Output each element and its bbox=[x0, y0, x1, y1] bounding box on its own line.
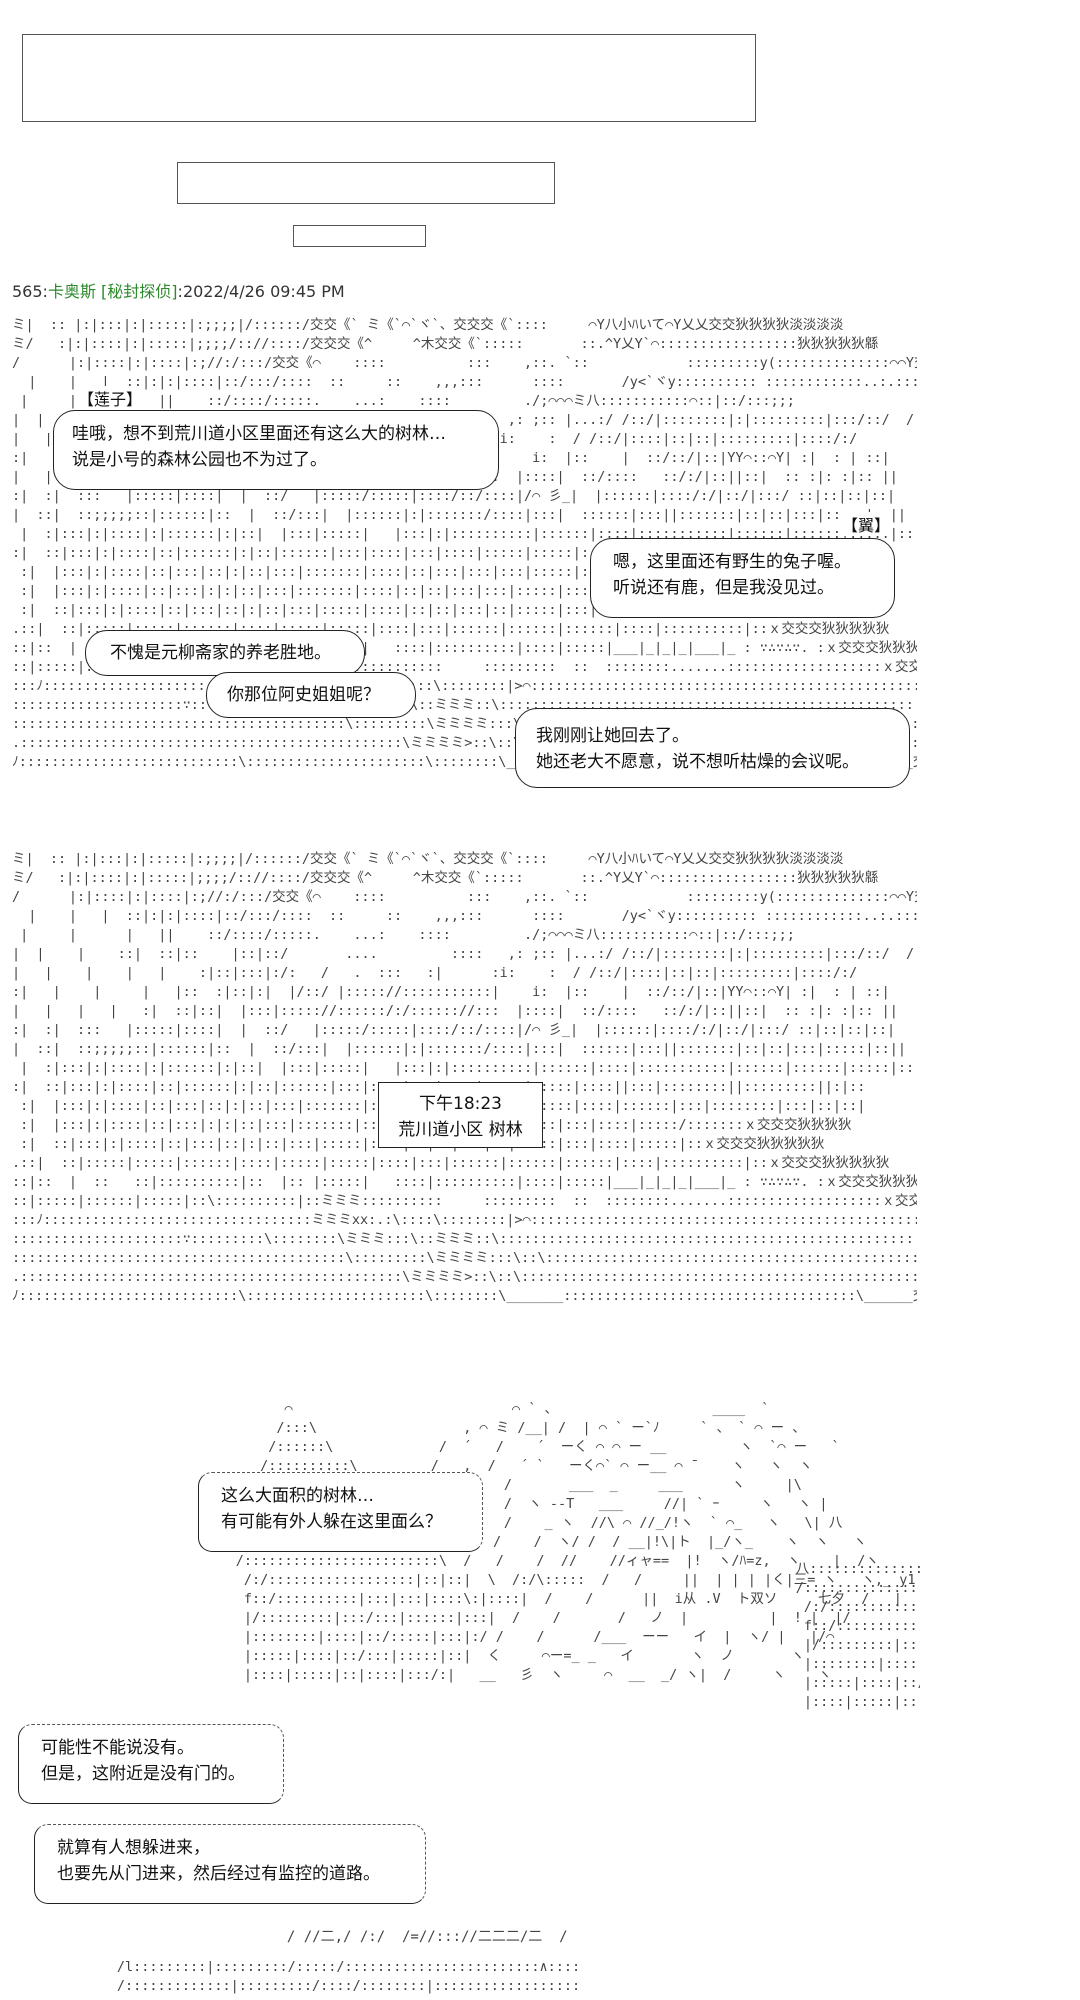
ascii-art-row: ⌒ ⌒ ` 、 ____ ` bbox=[0, 1401, 770, 1417]
ascii-art-row: :::::::::::::::::::::∵:::::::::\::::::::… bbox=[12, 1231, 917, 1247]
bubble-line: 但是，这附近是没有门的。 bbox=[41, 1764, 245, 1784]
ascii-art-row: |::::|:::::|::|::::|:::/:| __ 彡 ヽ ⌒ __ _… bbox=[803, 1694, 920, 1710]
ascii-art-row: |:::::|::::|::/:::|:::::|::| く ⌒ー=_ _ イ … bbox=[0, 1648, 805, 1664]
bubble-line: 也要先从门进来，然后经过有监控的道路。 bbox=[57, 1864, 380, 1884]
ascii-art-row: / |:|::::|:|::::|:;//:/:::/交交《⌒ :::: :::… bbox=[12, 355, 917, 371]
post-datetime: :2022/4/26 09:45 PM bbox=[177, 282, 345, 301]
post-author[interactable]: 卡奥斯 bbox=[47, 282, 96, 301]
ascii-art-row: :::ﾉ:::::::::::::::::::::::::::::::::ミミミ… bbox=[12, 1212, 917, 1228]
ascii-art-row: ミ/ :|:|::::|:|:::::|;;;;/:://::::/交交交《^ … bbox=[12, 870, 879, 886]
bottom-cut-art: /l:::::::::|:::::::::/:::::/::::::::::::… bbox=[60, 1958, 580, 2000]
post-header: 565:卡奥斯 [秘封探侦]:2022/4/26 09:45 PM bbox=[12, 282, 345, 301]
bubble-line: 说是小号的森林公园也不为过了。 bbox=[72, 450, 327, 470]
ascii-art-row: /:/::::::::::::::::::|::|::| \ /:/\:::::… bbox=[803, 1599, 920, 1615]
post-tag: [秘封探侦] bbox=[101, 282, 178, 301]
ascii-art-row: /::::::::::\ / , / ´ ` ーく⌒` ⌒ ー__ ⌒ ̄ ヽ … bbox=[0, 1458, 813, 1474]
ascii-art-row: ::::::::::::::::::::::::::::::::::::::::… bbox=[12, 1250, 917, 1266]
bubble-line: 我刚刚让她回去了。 bbox=[536, 726, 689, 746]
ascii-art-row: |::::::::|::::|::/:::::|:::|:/ / / /___ … bbox=[803, 1656, 920, 1672]
time-location-caption: 下午18:23 荒川道小区 树林 bbox=[378, 1082, 543, 1148]
ascii-art-row: ミ| :: |:|:::|:|:::::|:;;;;|/::::::/交交《` … bbox=[12, 851, 844, 867]
ascii-art-row: /::::::\ / ´ / ´ ーく ⌒ ⌒ ー __ ヽ `⌒ ー ` bbox=[0, 1439, 840, 1455]
forest-art-panel-2: ミ| :: |:|:::|:|:::::|:;;;;|/::::::/交交《` … bbox=[12, 850, 917, 1340]
ascii-art-row: 八::::::::::::::::::::\/ / / / ヽ/ / / __|… bbox=[795, 1561, 920, 1577]
ascii-art-row: /::::::::::::::::::::::::\ / / / // //ィャ… bbox=[0, 1553, 879, 1569]
bubble-line: 听说还有鹿，但是我没见过。 bbox=[613, 578, 834, 598]
ascii-art-row: ﾉ:::::::::::::::::::::::::::\:::::::::::… bbox=[12, 1288, 917, 1304]
ascii-art-row: /:/::::::::::::::::::|::|::| \ /:/\:::::… bbox=[0, 1572, 920, 1588]
ascii-art-row: | :|:::|:|::::|:|::::::|:|::| |:::|:::::… bbox=[12, 1060, 917, 1076]
caption-line: 下午18:23 bbox=[419, 1094, 502, 1114]
ascii-art-row: ::|:::::|::::::|:::::|::\::::::::::|::ミミ… bbox=[12, 1193, 917, 1209]
ascii-art-row: |/:::::::::|:::/:::|::::::|:::| / / / ノ … bbox=[803, 1637, 920, 1653]
speaker-tag-yi: 【翼】 bbox=[840, 512, 893, 536]
bubble-line: 哇哦，想不到荒川道小区里面还有这么大的树林… bbox=[72, 424, 446, 444]
bubble-line: 这么大面积的树林… bbox=[221, 1486, 374, 1506]
top-box bbox=[22, 34, 756, 122]
speech-bubble-lianzi-forest: 哇哦，想不到荒川道小区里面还有这么大的树林… 说是小号的森林公园也不为过了。 bbox=[53, 410, 499, 490]
post-number: 565 bbox=[12, 282, 43, 301]
ascii-art-row: |::::::::|::::|::/:::::|:::|:/ / / /___ … bbox=[0, 1629, 843, 1645]
bubble-line: 不愧是元柳斋家的养老胜地。 bbox=[110, 643, 331, 663]
ascii-art-row: ミ/ :|:|::::|:|:::::|;;;;/:://::::/交交交《^ … bbox=[12, 336, 879, 352]
bubble-line: 就算有人想躲进来， bbox=[57, 1838, 210, 1858]
ascii-art-row: |::::|:::::|::|::::|:::/:| __ 彡 ヽ ⌒ __ _… bbox=[0, 1667, 832, 1683]
small-box bbox=[293, 225, 426, 247]
bubble-line: 嗯，这里面还有野生的兔子喔。 bbox=[613, 552, 851, 572]
ascii-art-row: f::/::::::::::|:::|:::|::::\:|::::| / / … bbox=[803, 1618, 920, 1634]
ascii-art-row: | | | ::|:|:|::::|::/:::/:::: :: :: ,,,:… bbox=[12, 908, 917, 924]
ascii-art-row: | ::| ::;;;;;::|::::::|:: | ::/:::| |:::… bbox=[12, 1041, 907, 1057]
ascii-art-row: | | | | :| ::|::| |:::|::::://::::::/:/:… bbox=[12, 1003, 898, 1019]
speech-bubble-lianzi-sister: 你那位阿史姐姐呢？ bbox=[206, 672, 416, 718]
figure-lower-art: 八::::::::::::::::::::\/ / / / ヽ/ / / __|… bbox=[560, 1560, 920, 1940]
speech-bubble-no-gate: 可能性不能说没有。 但是，这附近是没有门的。 bbox=[18, 1724, 284, 1804]
ascii-art-row: .::| ::|:::::|:::::|::::::|::::|:::::|::… bbox=[12, 1155, 890, 1171]
ascii-art-row: ::|:: | :: ::|::::::::::|:: |:: |:::::| … bbox=[12, 1174, 917, 1190]
ascii-art-row: :| | | | |:: :|::|:| |/::/ |::::://:::::… bbox=[12, 984, 890, 1000]
ascii-art-row: | ::| ::;;;;;::|::::::|:: | ::/:::| |:::… bbox=[12, 507, 907, 523]
bubble-line: 她还老大不愿意，说不想听枯燥的会议呢。 bbox=[536, 752, 859, 772]
speaker-tag-lianzi: 【莲子】 bbox=[76, 386, 145, 410]
caption-line: 荒川道小区 树林 bbox=[398, 1120, 523, 1140]
ascii-art-row: :::ﾉ:::::::::::::::::::::::::::::::::ミミミ… bbox=[12, 678, 917, 694]
bubble-line: 你那位阿史姐姐呢？ bbox=[227, 685, 380, 705]
ascii-art-row: /::::::::::::::::::::::::\ / / / // //ィャ… bbox=[795, 1580, 920, 1596]
speech-bubble-who-hiding: 这么大面积的树林… 有可能有外人躲在这里面么？ bbox=[198, 1472, 483, 1552]
speech-bubble-yi-rabbits: 嗯，这里面还有野生的兔子喔。 听说还有鹿，但是我没见过。 bbox=[590, 538, 895, 618]
middle-box bbox=[177, 162, 555, 204]
ascii-art-row: /l:::::::::|:::::::::/:::::/::::::::::::… bbox=[60, 1959, 580, 1975]
ascii-art-row: /:::::::::::::|:::::::::/::::/::::::::|:… bbox=[116, 1978, 580, 1994]
ascii-art-row: | | | ::| ::|:: |::|::/ .... :::: ,: ;::… bbox=[12, 946, 915, 962]
ascii-art-row: ミ| :: |:|:::|:|:::::|:;;;;|/::::::/交交《` … bbox=[12, 317, 844, 333]
ascii-art-row: .:::::::::::::::::::::::::::::::::::::::… bbox=[12, 1269, 917, 1285]
speech-bubble-lianzi-retirement: 不愧是元柳斋家的养老胜地。 bbox=[85, 630, 365, 676]
speech-bubble-surveillance-road: 就算有人想躲进来， 也要先从门进来，然后经过有监控的道路。 bbox=[34, 1824, 426, 1904]
bubble-line: 可能性不能说没有。 bbox=[41, 1738, 194, 1758]
ascii-art-row: / |:|::::|:|::::|:;//:/:::/交交《⌒ :::: :::… bbox=[12, 889, 917, 905]
ascii-art-row: |/:::::::::|:::/:::|::::::|:::| / / / ノ … bbox=[0, 1610, 851, 1626]
ascii-art-row: | | | || ::/::::/:::::. ...: :::: ./;⌒⌒⌒… bbox=[12, 927, 795, 943]
ascii-art-row: |:::::|::::|::/:::|:::::|::| く ⌒ー=_ _ イ … bbox=[803, 1675, 920, 1691]
ascii-art-row: | | | | | :|::|:::|:/: / . ::: :| :i: : … bbox=[12, 965, 858, 981]
ascii-art-row: :| :| ::: |:::::|::::| | ::/ |:::::/::::… bbox=[12, 1022, 896, 1038]
ascii-art-row: | | | ::|:|:|::::|::/:::/:::: :: :: ,,,:… bbox=[12, 374, 917, 390]
bubble-line: 有可能有外人躲在这里面么？ bbox=[221, 1512, 442, 1532]
ascii-art-row: f::/::::::::::|:::|:::|::::\:|::::| / / … bbox=[0, 1591, 920, 1607]
ground-lines: / //二,/ /:/ /=//::://二二二/二 / bbox=[270, 1929, 568, 1945]
ascii-art-row: /:::\ , ⌒ ミ /__| / | ⌒ ` ー`ﾉ ` 、 ` ⌒ ー 、 bbox=[0, 1420, 806, 1436]
speech-bubble-yi-sent-back: 我刚刚让她回去了。 她还老大不愿意，说不想听枯燥的会议呢。 bbox=[515, 708, 910, 788]
ascii-art-row: :| :| ::: |:::::|::::| | ::/ |:::::/::::… bbox=[12, 488, 896, 504]
